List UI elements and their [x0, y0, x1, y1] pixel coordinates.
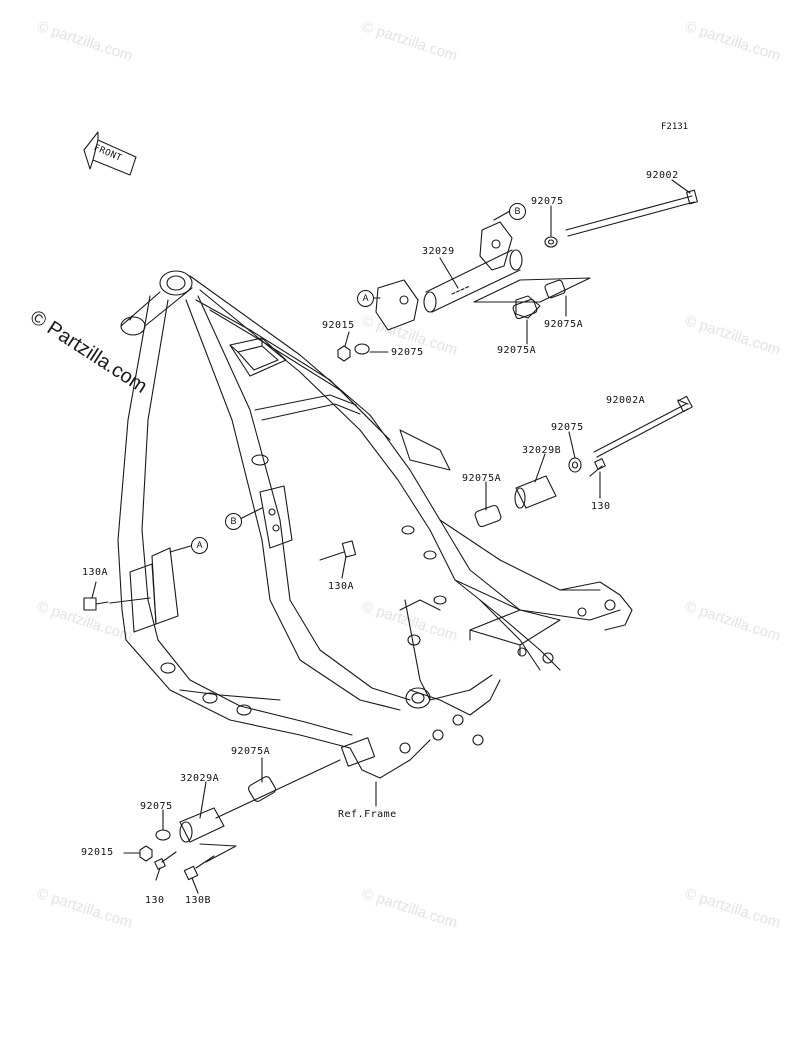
part-label-32029b: 32029B [522, 445, 562, 456]
part-label-92075a: 92075A [231, 746, 271, 757]
part-label-92015: 92015 [81, 847, 114, 858]
part-label-92075a: 92075A [544, 319, 584, 330]
part-label-32029: 32029 [422, 246, 455, 257]
callout-b: B [225, 513, 242, 530]
part-label-92002a: 92002A [606, 395, 646, 406]
part-label-130a: 130A [82, 567, 109, 578]
part-label-92015: 92015 [322, 320, 355, 331]
part-label-130b: 130B [185, 895, 212, 906]
callout-a: A [357, 290, 374, 307]
part-label-92075a: 92075A [497, 345, 537, 356]
part-label-92075: 92075 [531, 196, 564, 207]
part-label-32029a: 32029A [180, 773, 220, 784]
part-label-92075: 92075 [551, 422, 584, 433]
part-label-130: 130 [145, 895, 165, 906]
callout-a: A [191, 537, 208, 554]
front-arrow-icon [83, 131, 137, 176]
part-label-92075: 92075 [140, 801, 173, 812]
part-label-130: 130 [591, 501, 611, 512]
part-label-130a: 130A [328, 581, 355, 592]
part-label-92075a: 92075A [462, 473, 502, 484]
ref-frame-label: Ref.Frame [338, 809, 397, 820]
diagram-code: F2131 [661, 122, 689, 132]
part-label-92075: 92075 [391, 347, 424, 358]
callout-b: B [509, 203, 526, 220]
part-label-92002: 92002 [646, 170, 679, 181]
